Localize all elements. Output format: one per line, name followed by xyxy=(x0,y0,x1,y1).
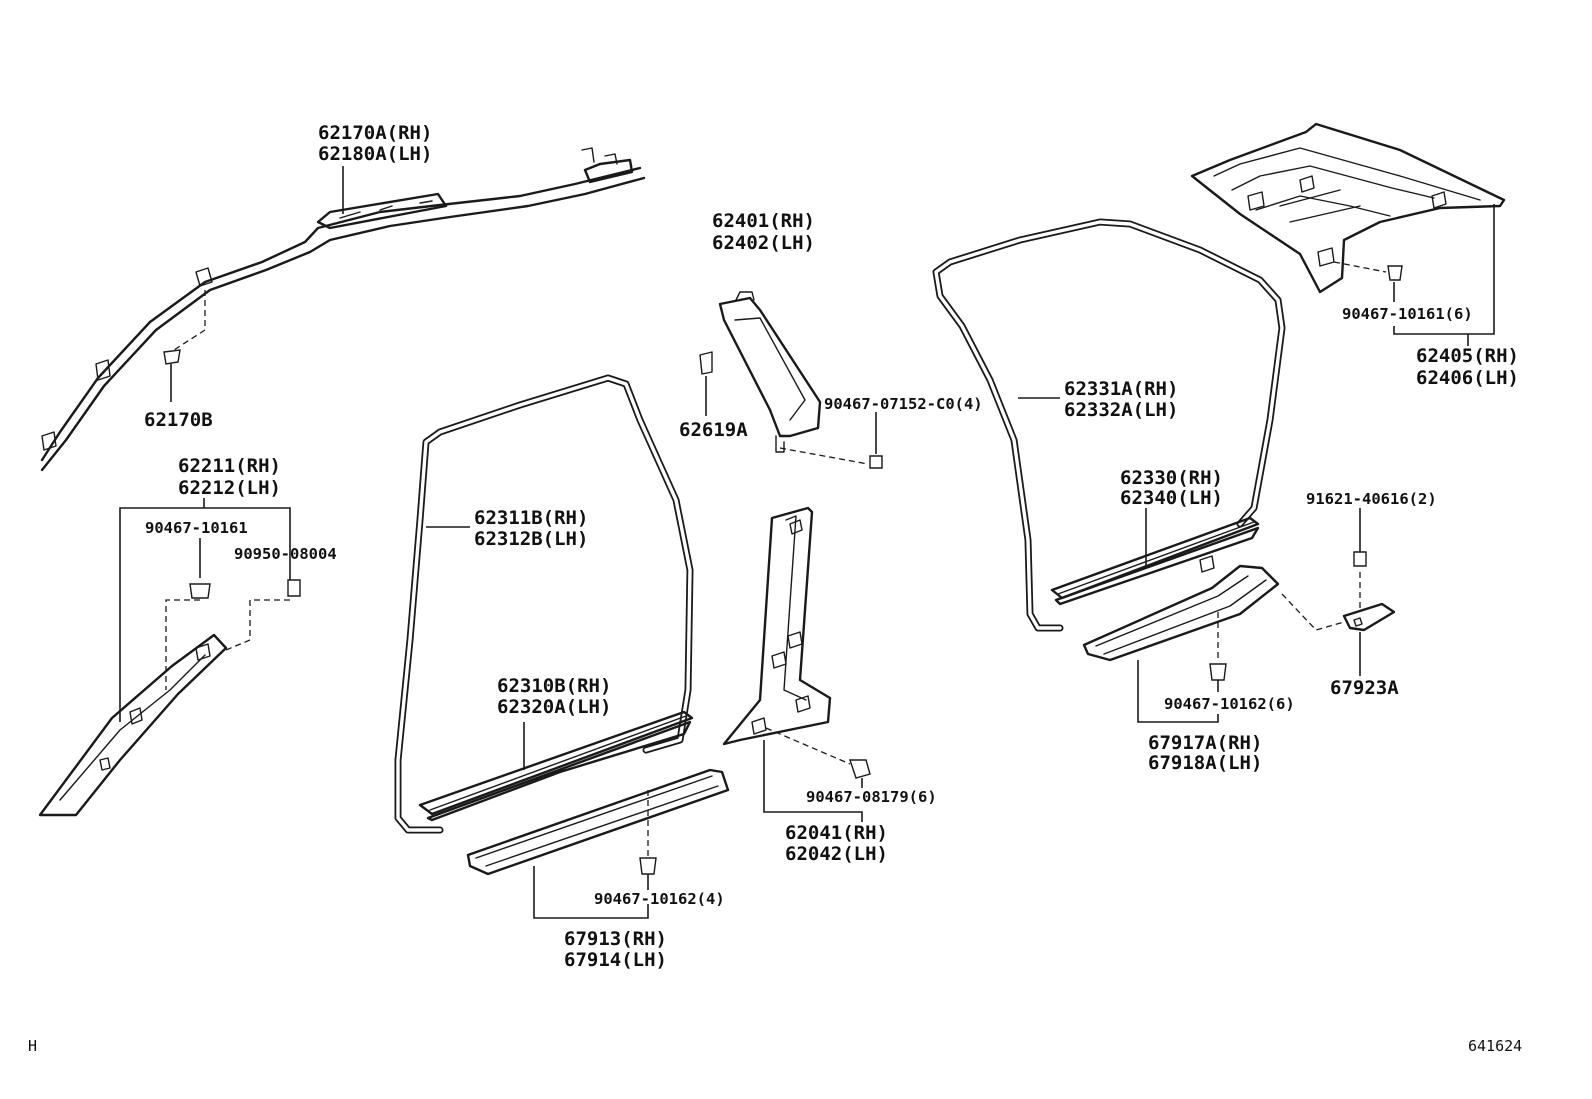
label-62619a: 62619A xyxy=(679,419,748,441)
center-pillar-upper xyxy=(699,291,822,453)
label-67913: 67913(RH) xyxy=(564,928,667,950)
rear-scuff-outer xyxy=(1082,564,1280,662)
label-91621-40616: 91621-40616(2) xyxy=(1306,490,1437,508)
label-90950-08004: 90950-08004 xyxy=(234,545,337,563)
clip-rear-scuff xyxy=(1137,612,1227,723)
label-90467-10162-6: 90467-10162(6) xyxy=(1164,695,1295,713)
label-62340: 62340(LH) xyxy=(1120,487,1223,509)
clip-front-scuff xyxy=(533,790,657,919)
label-62211: 62211(RH) xyxy=(178,455,281,477)
label-62332a: 62332A(LH) xyxy=(1064,399,1178,421)
label-62402: 62402(LH) xyxy=(712,232,815,254)
label-62042: 62042(LH) xyxy=(785,843,888,865)
center-pillar-lower xyxy=(722,506,832,746)
front-scuff-outer xyxy=(466,768,730,876)
label-62180a: 62180A(LH) xyxy=(318,143,432,165)
label-67918a: 67918A(LH) xyxy=(1148,752,1262,774)
label-62041: 62041(RH) xyxy=(785,822,888,844)
clip-90467-10161-6 xyxy=(1333,204,1495,346)
front-door-seal xyxy=(394,374,694,834)
label-67917a: 67917A(RH) xyxy=(1148,732,1262,754)
label-62405: 62405(RH) xyxy=(1416,345,1519,367)
front-pillar-garnish xyxy=(38,633,228,817)
label-62320a: 62320A(LH) xyxy=(497,696,611,718)
curtain-airbag-assembly xyxy=(40,147,646,472)
label-67923a: 67923A xyxy=(1330,677,1399,699)
label-62311b: 62311B(RH) xyxy=(474,507,588,529)
label-90467-10162-4: 90467-10162(4) xyxy=(594,890,725,908)
label-62310b: 62310B(RH) xyxy=(497,675,611,697)
clip-90467-08179 xyxy=(763,727,871,822)
label-67914: 67914(LH) xyxy=(564,949,667,971)
label-62330: 62330(RH) xyxy=(1120,467,1223,489)
label-90467-10161: 90467-10161 xyxy=(145,519,248,537)
label-90467-07152: 90467-07152-C0(4) xyxy=(824,395,983,413)
label-62170a: 62170A(RH) xyxy=(318,122,432,144)
rear-door-seal xyxy=(932,218,1286,632)
front-scuff-inner xyxy=(418,710,694,822)
label-62212: 62212(LH) xyxy=(178,477,281,499)
label-90467-08179: 90467-08179(6) xyxy=(806,788,937,806)
label-62406: 62406(LH) xyxy=(1416,367,1519,389)
bracket-67923a xyxy=(1281,508,1396,676)
clip-90467-07152 xyxy=(779,412,883,469)
corner-code-left: H xyxy=(28,1037,37,1055)
fasteners-62211-group xyxy=(119,498,301,722)
label-62312b: 62312B(LH) xyxy=(474,528,588,550)
illustration-number: 641624 xyxy=(1468,1037,1522,1055)
label-62170b: 62170B xyxy=(144,409,213,431)
label-90467-10161-6: 90467-10161(6) xyxy=(1342,305,1473,323)
rear-scuff-inner xyxy=(1050,516,1260,606)
label-62401: 62401(RH) xyxy=(712,210,815,232)
label-62331a: 62331A(RH) xyxy=(1064,378,1178,400)
clip-62170b xyxy=(163,290,206,402)
quarter-trim-62405 xyxy=(1190,122,1506,294)
